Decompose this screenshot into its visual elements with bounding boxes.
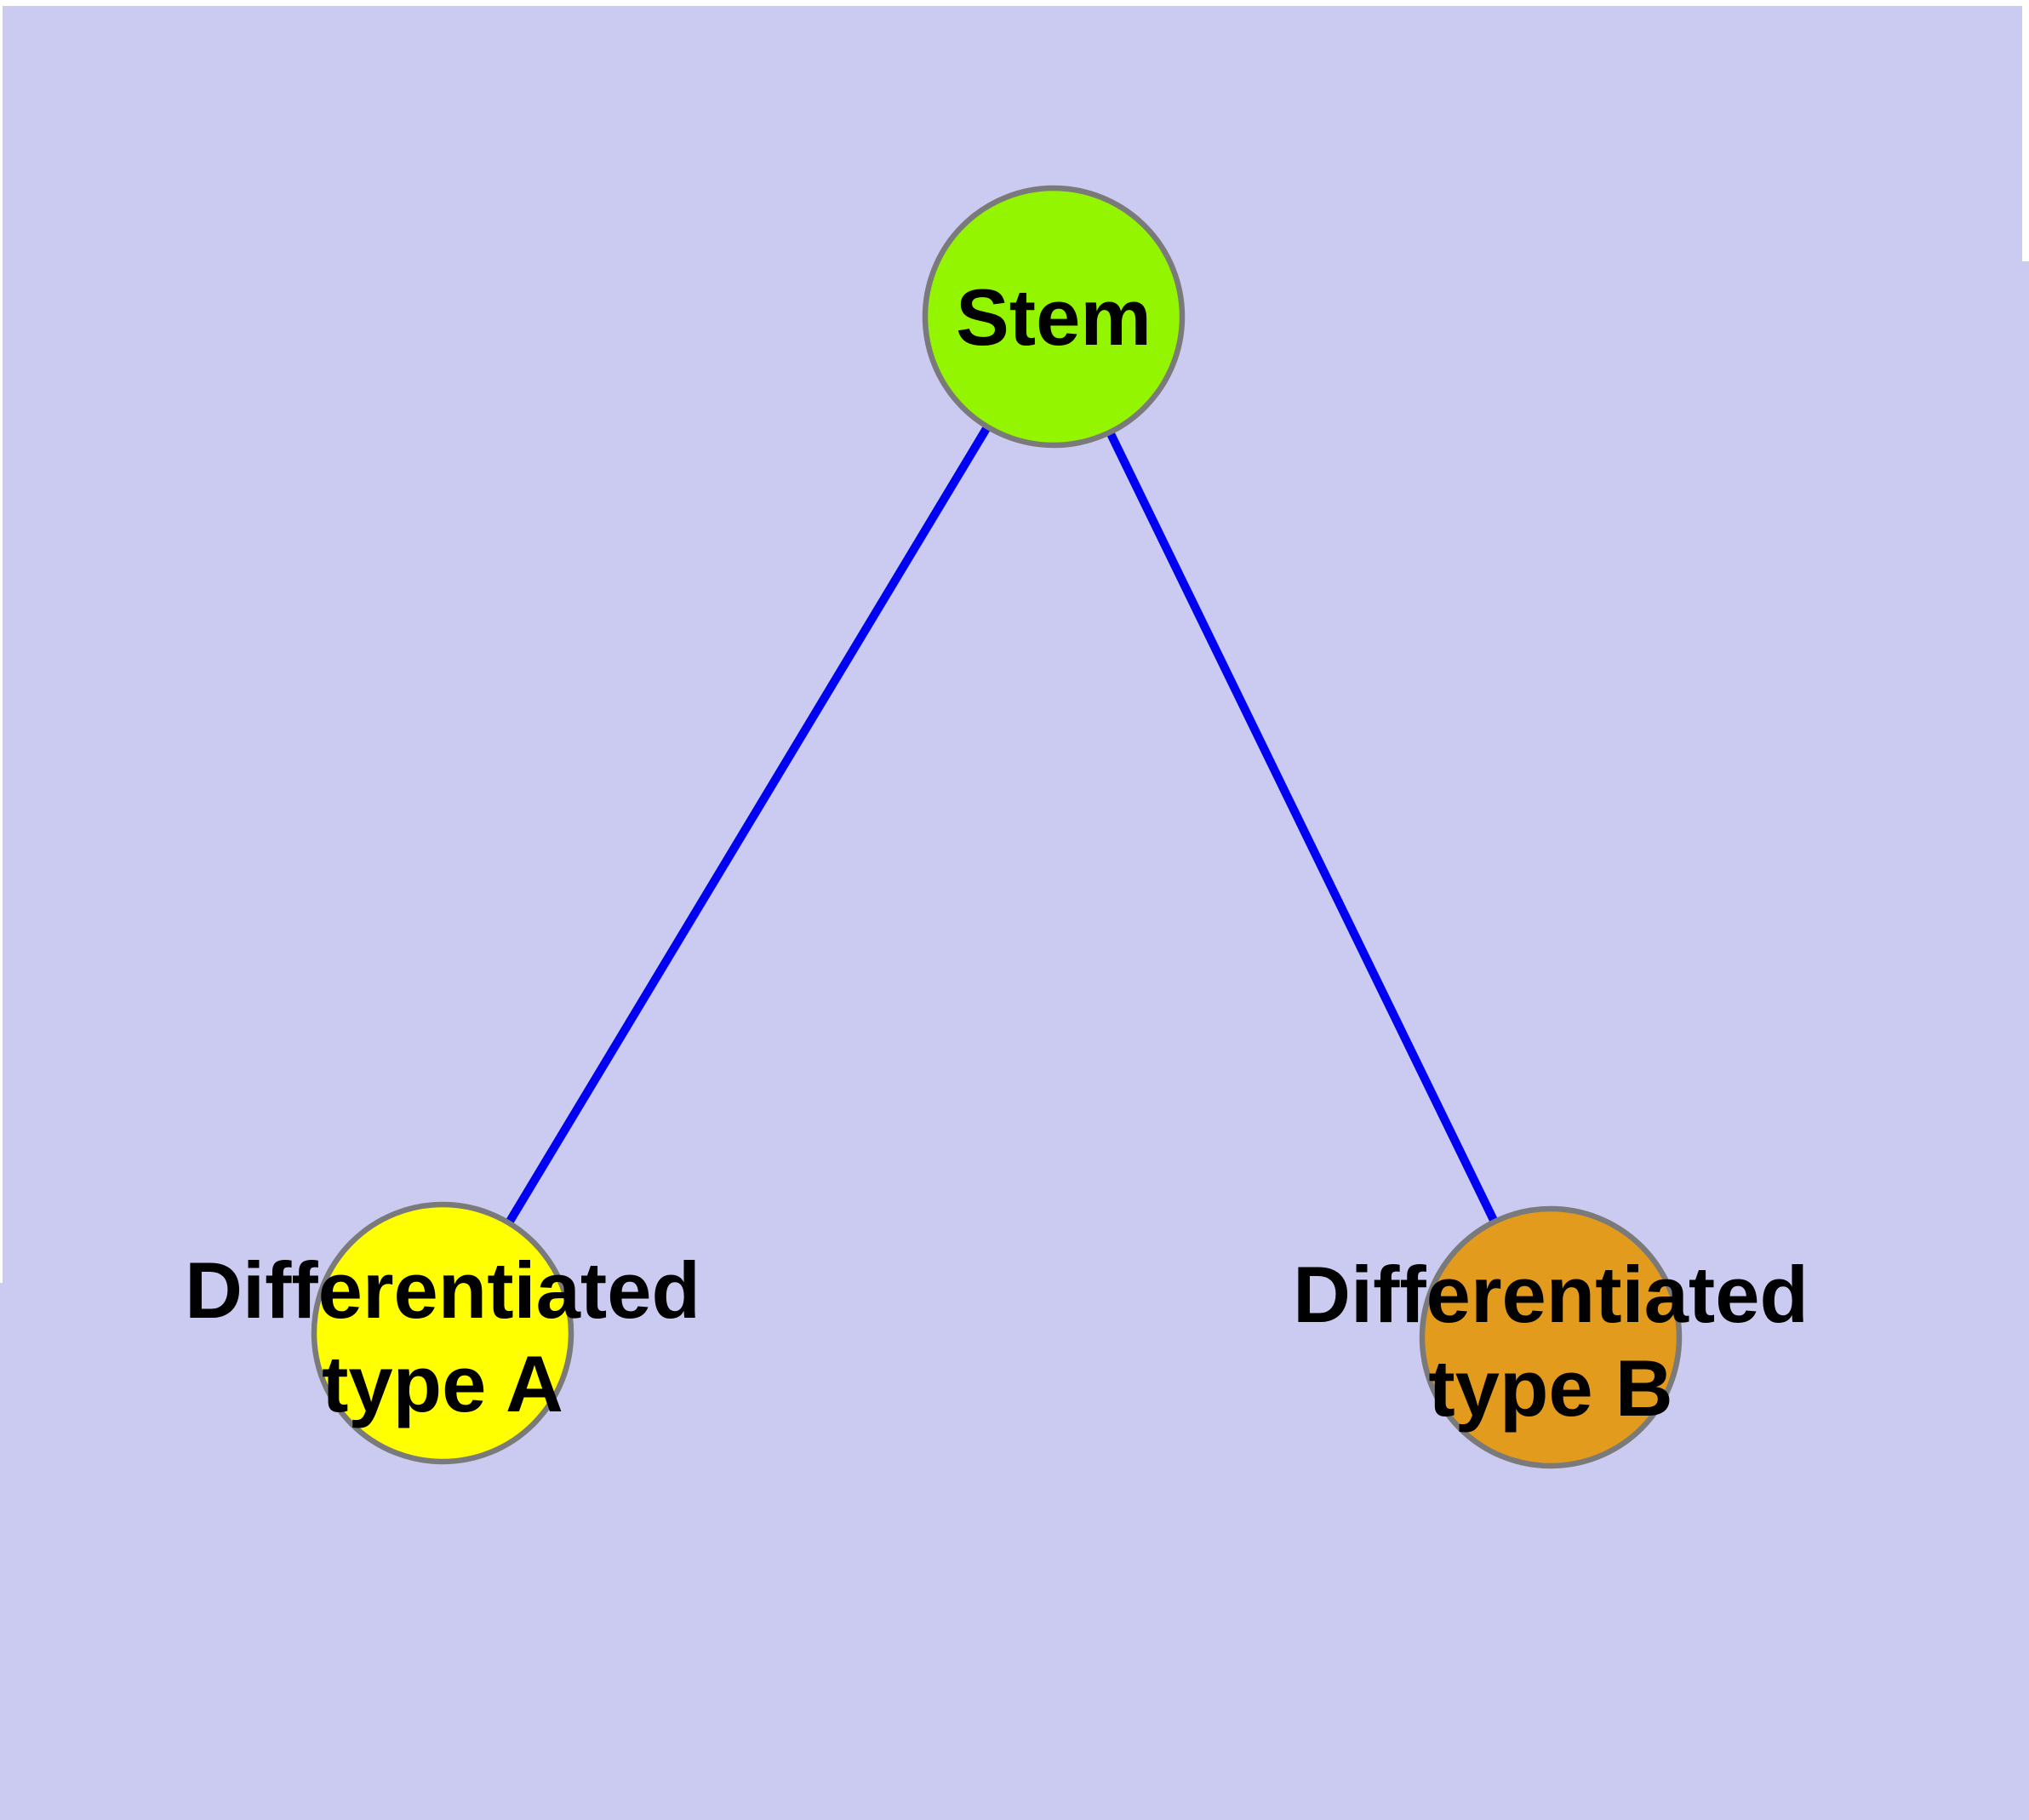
node-stem	[922, 185, 1186, 449]
window-margin-top	[0, 0, 2029, 6]
node-label-differentiated-type-b-line-2: type B	[1428, 1343, 1672, 1433]
node-label-differentiated-type-b-line-1: Differentiated	[1293, 1250, 1809, 1339]
edges-layer	[438, 314, 1555, 1340]
node-differentiated-type-a	[311, 1201, 574, 1465]
node-label-differentiated-type-a-line-2: type A	[322, 1339, 563, 1428]
node-label-stem-line-1: Stem	[956, 272, 1152, 362]
edge-stem-to-differentiated-type-a	[438, 314, 1058, 1336]
node-label-differentiated-type-a-line-1: Differentiated	[185, 1245, 700, 1335]
edge-stem-to-differentiated-type-b	[1049, 314, 1555, 1340]
node-differentiated-type-b	[1419, 1205, 1683, 1469]
window-margin-right	[2022, 6, 2029, 261]
window-margin-left	[0, 6, 3, 1283]
nodes-layer	[311, 185, 1683, 1469]
